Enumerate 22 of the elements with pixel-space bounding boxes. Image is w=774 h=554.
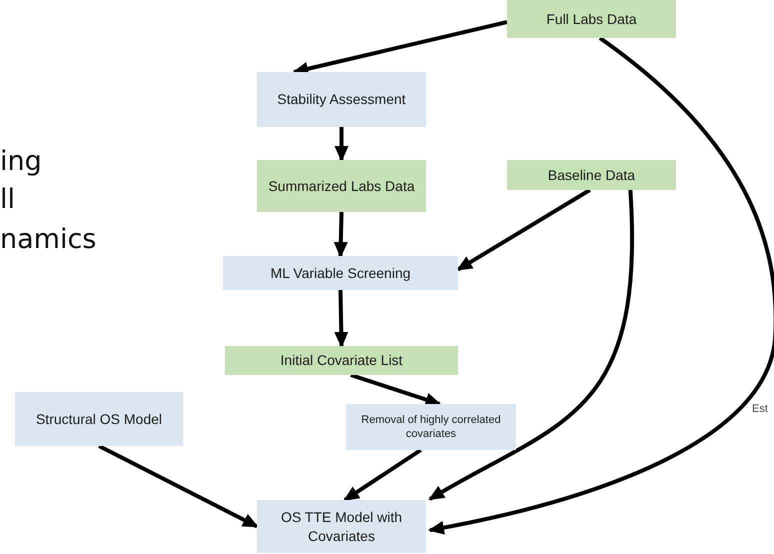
process-box: Structural OS Model [15,392,183,446]
process-box: Stability Assessment [257,72,426,127]
arrow [428,36,774,534]
arrow [350,373,442,406]
arrow [334,212,348,258]
arrow [334,127,348,162]
process-box: ML Variable Screening [223,256,458,290]
arrow [343,448,422,502]
process-box: OS TTE Model with Covariates [257,500,426,553]
arrow [334,290,348,348]
heading-fragment: ing [0,148,42,175]
process-box: Baseline Data [507,160,676,190]
process-box: Initial Covariate List [225,346,458,375]
heading-fragment: ll [0,186,16,213]
arrow [98,444,259,528]
process-box: Full Labs Data [507,0,676,38]
process-box: Summarized Labs Data [257,160,426,212]
text-fragment: Est [752,403,768,415]
process-box: Removal of highly correlated covariates [346,404,516,450]
heading-fragment: namics [0,226,96,253]
arrow [456,188,591,272]
arrow [428,190,634,501]
